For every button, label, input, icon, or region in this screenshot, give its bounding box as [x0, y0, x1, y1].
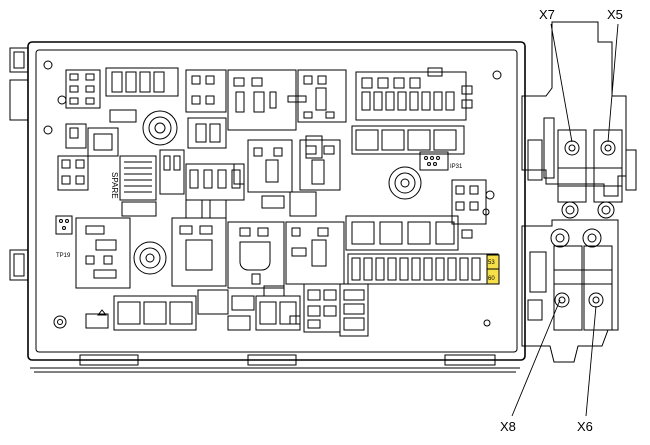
fuse-block-middle-right: [345, 215, 499, 285]
relay-cluster-middle: [159, 139, 341, 219]
spare-label: SPARE: [110, 172, 119, 199]
stud-terminal-center: [388, 166, 490, 225]
fuse-box-housing: [9, 41, 526, 373]
callout-leader-lines: [511, 23, 619, 417]
relay-cluster-top-left: [57, 67, 227, 157]
highlighted-fuses-53-60: [486, 254, 500, 285]
highlight-label-top: 53: [488, 260, 495, 266]
callout-x8: X8: [500, 419, 516, 434]
callout-x7: X7: [539, 7, 555, 22]
fuse-row-top-right: [351, 67, 473, 171]
relay-cluster-top-middle: [185, 69, 347, 159]
callout-x6: X6: [577, 419, 593, 434]
highlight-label-bottom: 60: [488, 276, 495, 282]
ip31-label: IP31: [450, 164, 463, 170]
spare-fuse-area: [57, 155, 157, 217]
relay-row-lower: [55, 215, 345, 289]
fuse-row-bottom: [85, 283, 369, 337]
battery-terminal-block: [521, 21, 637, 363]
tp19-label: TP19: [56, 253, 71, 259]
callout-x5: X5: [607, 7, 623, 22]
